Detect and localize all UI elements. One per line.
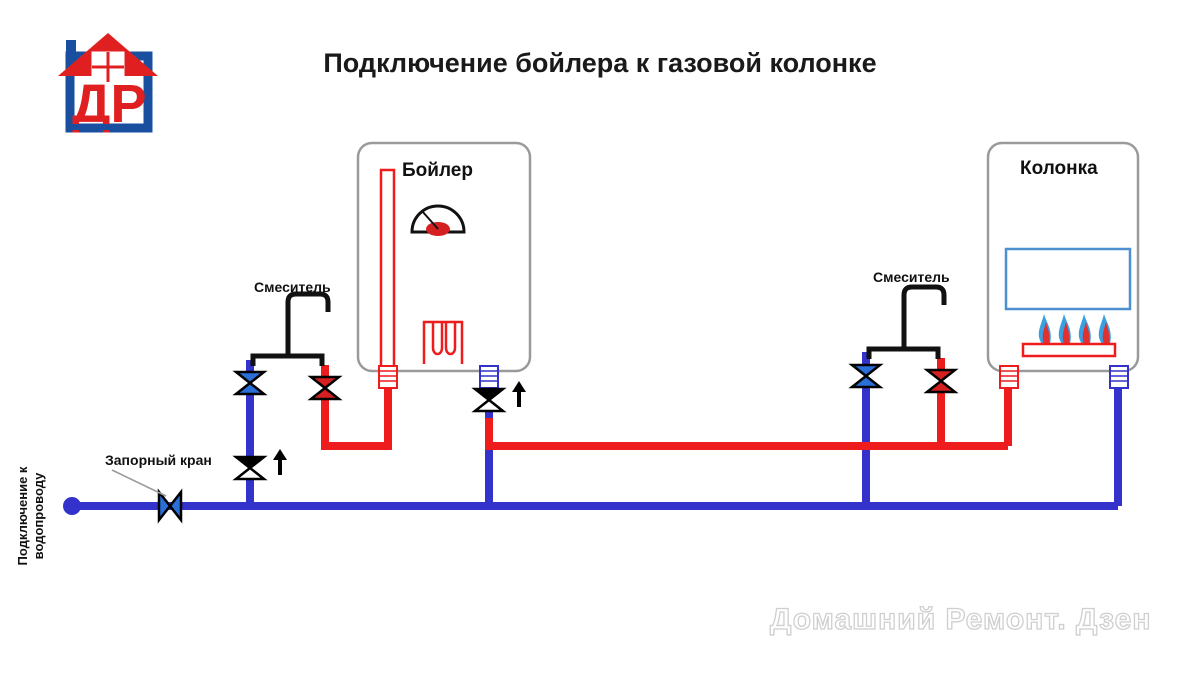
kolonka-label: Колонка xyxy=(1020,158,1098,179)
boiler-body xyxy=(356,141,532,373)
house-logo: ДР xyxy=(58,33,158,134)
shutoff-leader-line xyxy=(111,469,167,497)
water-supply-label: Подключение к водопроводу xyxy=(15,466,46,566)
valve-cold-riser[interactable] xyxy=(232,455,268,481)
appliance-kolonka[interactable] xyxy=(986,141,1140,373)
valve-boiler-inlet[interactable] xyxy=(471,387,507,413)
mixer-right-label: Смеситель xyxy=(873,269,950,285)
water-main-connection-point[interactable] xyxy=(63,497,81,515)
flow-arrow-cold-riser xyxy=(273,449,287,475)
valve-shutoff-main[interactable] xyxy=(157,488,183,524)
kolonka-cold-fitting xyxy=(1109,365,1129,389)
valve-mixer-right-cold[interactable] xyxy=(848,363,884,389)
boiler-label: Бойлер xyxy=(402,160,473,181)
gauge-icon xyxy=(410,204,466,236)
mixer-left-label: Смеситель xyxy=(254,279,331,295)
mixer-right[interactable] xyxy=(866,284,947,359)
hot-water-pipes xyxy=(321,358,1012,450)
cold-water-pipes xyxy=(72,352,1122,510)
burner-bar xyxy=(1021,342,1117,358)
kolonka-hot-fitting xyxy=(999,365,1019,389)
page-title: Подключение бойлера к газовой колонке xyxy=(323,48,877,78)
valve-mixer-right-hot[interactable] xyxy=(923,368,959,394)
mixer-left[interactable] xyxy=(250,291,331,366)
heating-element-icon xyxy=(422,320,464,364)
shutoff-valve-label: Запорный кран xyxy=(105,452,212,468)
flow-arrow-boiler-inlet xyxy=(512,381,526,407)
watermark: Домашний Ремонт. Дзен xyxy=(769,602,1152,636)
heat-exchanger xyxy=(1004,247,1132,311)
boiler-cold-fitting xyxy=(479,365,499,389)
boiler-riser-tube xyxy=(379,168,396,372)
valve-mixer-left-cold[interactable] xyxy=(232,370,268,396)
valve-mixer-left-hot[interactable] xyxy=(307,375,343,401)
boiler-hot-fitting xyxy=(378,365,398,389)
burner-flames-icon xyxy=(1038,314,1111,344)
